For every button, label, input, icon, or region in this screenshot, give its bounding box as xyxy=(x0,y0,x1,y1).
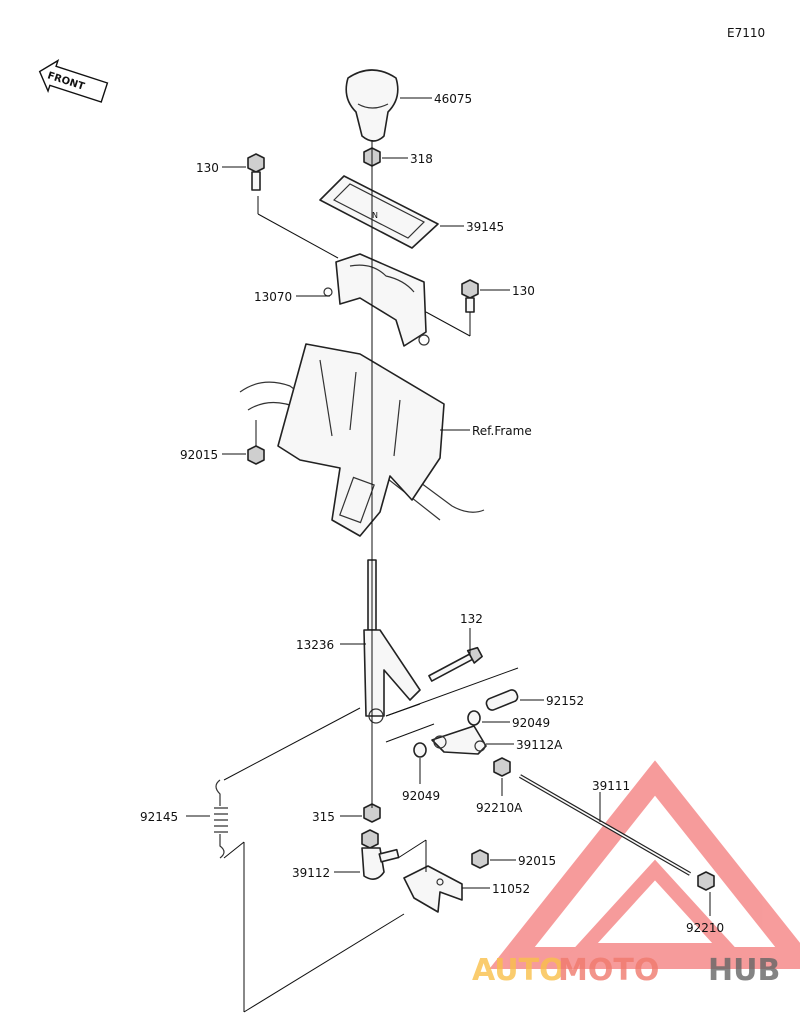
label-nut-92210a: 92210A xyxy=(476,801,523,815)
nut-92210-part xyxy=(697,871,715,891)
label-joint-arm: 39112A xyxy=(516,738,563,752)
label-nut-92210: 92210 xyxy=(686,921,724,935)
rod-end-part xyxy=(361,829,400,880)
label-nut-92015-bottom: 92015 xyxy=(518,854,556,868)
label-ref-frame: Ref.Frame xyxy=(472,424,532,438)
label-nut-top: 318 xyxy=(410,152,433,166)
nut-92015-bottom-part xyxy=(471,849,489,869)
bracket-housing-part xyxy=(323,253,430,347)
nut-92015-left-part xyxy=(247,445,265,465)
bracket-bottom-part xyxy=(403,865,463,913)
watermark-triangle-inner xyxy=(566,859,744,957)
label-nut-315: 315 xyxy=(312,810,335,824)
diagram-code: E7110 xyxy=(727,26,765,40)
label-spring: 92145 xyxy=(140,810,178,824)
watermark-wordmark: AUTO MOTO HUB xyxy=(472,953,780,988)
label-bolt-left: 130 xyxy=(196,161,219,175)
label-bolt-132: 132 xyxy=(460,612,483,626)
collar-part xyxy=(485,689,519,711)
watermark-triangle-outer xyxy=(489,760,800,969)
label-lever-shaft: 13236 xyxy=(296,638,334,652)
spring-part xyxy=(214,779,228,859)
label-bolt-right: 130 xyxy=(512,284,535,298)
label-bracket-bottom: 11052 xyxy=(492,882,530,896)
nut-92210a-part xyxy=(493,757,511,777)
washer-right-part xyxy=(467,710,481,726)
watermark-text-auto: AUTO xyxy=(472,953,565,988)
label-knob: 46075 xyxy=(434,92,472,106)
label-bracket-housing: 13070 xyxy=(254,290,292,304)
watermark-text-hub: HUB xyxy=(708,953,780,988)
label-nut-left: 92015 xyxy=(180,448,218,462)
bolt-130-right-part xyxy=(461,279,479,313)
bolt-132-part xyxy=(428,646,483,682)
label-washer-left: 92049 xyxy=(402,789,440,803)
label-rod-end: 39112 xyxy=(292,866,330,880)
ref-frame-part xyxy=(239,343,485,537)
indicator-plate-part: N xyxy=(319,175,439,249)
label-rod: 39111 xyxy=(592,779,630,793)
watermark-logo-triangle xyxy=(489,760,800,969)
part-labels: 46075 318 130 39145 130 13070 Ref.Frame … xyxy=(140,92,724,935)
front-arrow-icon: FRONT xyxy=(38,59,109,103)
watermark-text-moto: MOTO xyxy=(558,953,659,988)
joint-arm-part xyxy=(431,725,487,755)
leader-lines xyxy=(186,97,711,1013)
washer-left-part xyxy=(413,742,427,758)
label-washer-right: 92049 xyxy=(512,716,550,730)
label-indicator-plate: 39145 xyxy=(466,220,504,234)
label-collar: 92152 xyxy=(546,694,584,708)
bolt-130-left-part xyxy=(247,153,265,191)
knob-part xyxy=(345,69,399,142)
rod-part xyxy=(519,774,691,876)
svg-text:N: N xyxy=(372,211,378,220)
